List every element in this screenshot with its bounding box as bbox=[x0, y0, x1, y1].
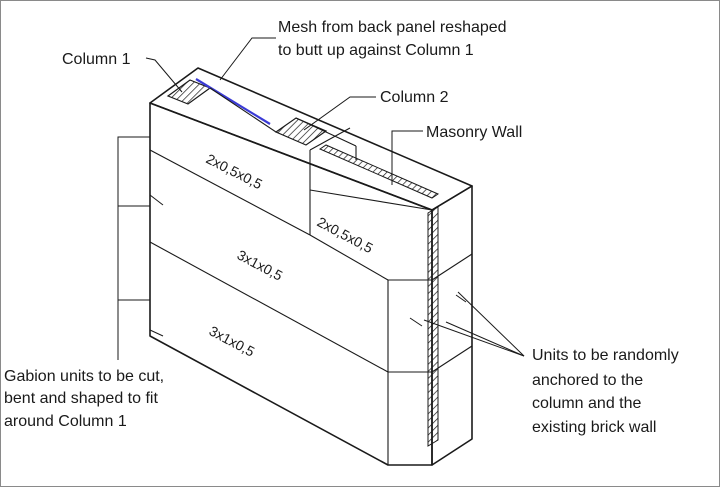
course-line-top-divider bbox=[309, 189, 433, 211]
label-mesh-line-1: Mesh from back panel reshaped bbox=[278, 19, 507, 36]
column-2-recess bbox=[274, 117, 328, 146]
unit-label-top-right: 2x0,5x0,5 bbox=[315, 214, 376, 257]
front-face bbox=[149, 102, 433, 466]
course-line-2c bbox=[431, 345, 473, 373]
tick-4 bbox=[455, 294, 467, 303]
leader-column-1 bbox=[145, 57, 183, 93]
top-right-unit-edge bbox=[309, 127, 351, 151]
leader-mesh bbox=[219, 37, 276, 81]
label-gabion-line-3: around Column 1 bbox=[4, 413, 127, 430]
tick-3 bbox=[409, 317, 423, 327]
top-inner-edge-1 bbox=[209, 87, 277, 133]
course-line-2 bbox=[149, 241, 389, 373]
label-gabion-line-1: Gabion units to be cut, bbox=[4, 368, 164, 385]
tick-1 bbox=[149, 194, 164, 206]
course-line-1 bbox=[149, 149, 311, 236]
leader-column-2 bbox=[303, 96, 376, 131]
masonry-wall-top-strip bbox=[318, 144, 440, 199]
leader-anchor-1 bbox=[457, 291, 525, 357]
leader-gabion-bracket bbox=[117, 136, 150, 360]
label-anchor-line-2: anchored to the bbox=[532, 372, 643, 389]
leader-lines bbox=[117, 37, 525, 360]
unit-label-top-left: 2x0,5x0,5 bbox=[204, 150, 266, 192]
tick-2 bbox=[149, 329, 164, 337]
label-gabion-line-2: bent and shaped to fit bbox=[4, 390, 158, 407]
label-anchor-line-1: Units to be randomly bbox=[532, 347, 679, 364]
leader-anchor-2 bbox=[445, 321, 525, 357]
leader-anchor-3 bbox=[423, 319, 525, 357]
reshaped-mesh-line bbox=[195, 78, 271, 125]
unit-label-bottom: 3x1x0,5 bbox=[207, 323, 258, 360]
unit-label-middle: 3x1x0,5 bbox=[235, 247, 286, 284]
label-anchor-line-3: column and the bbox=[532, 395, 642, 412]
gabion-assembly bbox=[149, 67, 473, 466]
label-column-2: Column 2 bbox=[380, 89, 449, 106]
leader-masonry-wall bbox=[391, 130, 423, 185]
label-anchor-line-4: existing brick wall bbox=[532, 419, 656, 436]
course-line-3c bbox=[431, 253, 473, 281]
masonry-wall-end-strip bbox=[427, 206, 439, 447]
top-inner-edge-2 bbox=[295, 117, 357, 147]
label-masonry-wall: Masonry Wall bbox=[426, 124, 522, 141]
label-mesh-line-2: to butt up against Column 1 bbox=[278, 42, 474, 59]
course-line-3 bbox=[309, 234, 389, 281]
label-column-1: Column 1 bbox=[62, 51, 131, 68]
